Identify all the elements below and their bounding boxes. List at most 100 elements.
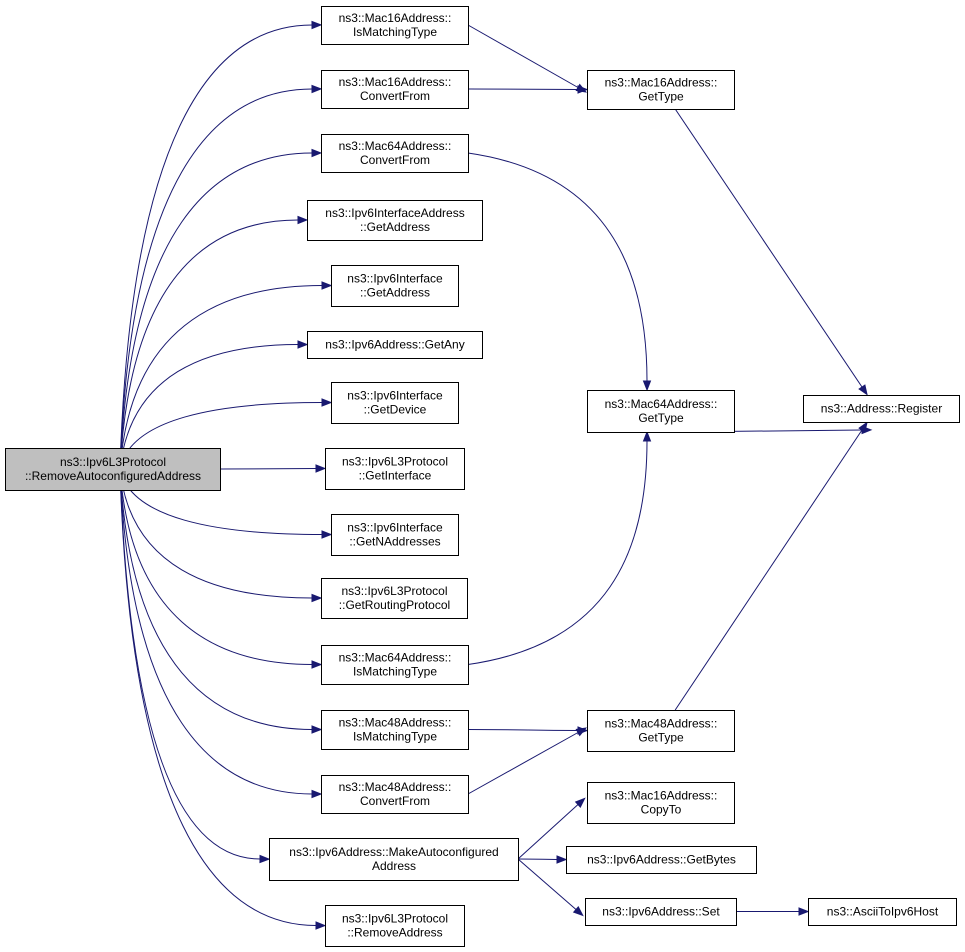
node-getany[interactable]: ns3::Ipv6Address::GetAny (307, 331, 483, 359)
edge-root-to-m16conv (119, 88, 313, 470)
node-box (808, 898, 957, 926)
node-label-line: ::RemoveAddress (347, 926, 442, 940)
node-m64match[interactable]: ns3::Mac64Address::IsMatchingType (321, 645, 469, 685)
node-m16type[interactable]: ns3::Mac16Address::GetType (587, 70, 735, 110)
node-box (587, 70, 735, 110)
node-m64type[interactable]: ns3::Mac64Address::GetType (587, 390, 735, 433)
node-m16copy[interactable]: ns3::Mac16Address::CopyTo (587, 782, 735, 824)
node-removeaddr[interactable]: ns3::Ipv6L3Protocol::RemoveAddress (325, 905, 465, 947)
node-label-line: ns3::Mac16Address:: (605, 76, 718, 90)
arrowhead-icon (311, 725, 323, 734)
node-label-line: ::GetDevice (364, 403, 427, 417)
node-label-line: ::GetAddress (360, 286, 430, 300)
node-box (566, 846, 757, 874)
node-label-line: ns3::Ipv6Address::GetBytes (587, 853, 736, 867)
node-label-line: ::GetInterface (359, 469, 432, 483)
node-label-line: ns3::Ipv6Address::MakeAutoconfigured (289, 845, 498, 859)
node-label-line: ns3::Mac48Address:: (339, 716, 452, 730)
edge-m48conv-to-m48type (467, 732, 579, 795)
node-getnaddr[interactable]: ns3::Ipv6Interface::GetNAddresses (331, 514, 459, 556)
edge-root-to-getrouting (119, 468, 313, 599)
edge-m64conv-to-m64type (467, 152, 648, 382)
node-getdevice[interactable]: ns3::Ipv6Interface::GetDevice (331, 382, 459, 424)
node-label-line: ::GetNAddresses (349, 535, 440, 549)
node-label-line: ns3::Ipv6Interface (347, 389, 443, 403)
node-box (321, 645, 469, 685)
node-label-line: ns3::Ipv6Interface (347, 521, 443, 535)
edge-root-to-m48conv (119, 468, 313, 795)
node-label-line: ns3::Ipv6InterfaceAddress (325, 206, 464, 220)
node-label-line: ns3::Mac48Address:: (339, 780, 452, 794)
edge-root-to-ifaddr_getaddr (119, 219, 299, 470)
arrowhead-icon (315, 921, 327, 930)
arrowhead-icon (321, 530, 333, 539)
arrowhead-icon (577, 85, 589, 94)
arrowhead-icon (642, 430, 652, 442)
arrowhead-icon (311, 660, 323, 669)
node-label-line: ns3::Ipv6L3Protocol (342, 455, 448, 469)
edges-layer (119, 20, 873, 930)
node-box (587, 390, 735, 433)
node-iface_getaddr[interactable]: ns3::Ipv6Interface::GetAddress (331, 265, 459, 307)
node-box (269, 838, 519, 881)
edge-makeauto-to-set (517, 858, 577, 910)
node-label-line: ns3::Ipv6Address::Set (602, 905, 720, 919)
node-box (321, 6, 469, 45)
node-m48type[interactable]: ns3::Mac48Address::GetType (587, 710, 735, 752)
arrowhead-icon (311, 20, 323, 30)
node-label-line: ns3::AsciiToIpv6Host (827, 905, 939, 919)
node-label-line: ns3::Ipv6Address::GetAny (325, 338, 464, 352)
node-label-line: ns3::Mac16Address:: (605, 789, 718, 803)
node-label-line: ::GetAddress (360, 220, 430, 234)
node-root[interactable]: ns3::Ipv6L3Protocol::RemoveAutoconfigure… (5, 448, 221, 491)
edge-root-to-iface_getaddr (119, 285, 323, 470)
node-label-line: Address (372, 859, 416, 873)
node-box (321, 775, 469, 814)
node-box (325, 905, 465, 947)
edge-m16type-to-register (674, 108, 863, 388)
node-label-line: GetType (638, 90, 684, 104)
node-label-line: ns3::Address::Register (821, 402, 942, 416)
node-ascii[interactable]: ns3::AsciiToIpv6Host (808, 898, 957, 926)
arrowhead-icon (575, 727, 588, 737)
arrowhead-icon (297, 215, 309, 225)
node-label-line: ::RemoveAutoconfiguredAddress (25, 469, 201, 483)
node-label-line: ConvertFrom (360, 153, 430, 167)
node-box (321, 70, 469, 109)
arrowhead-icon (858, 384, 868, 396)
node-m48match[interactable]: ns3::Mac48Address::IsMatchingType (321, 710, 469, 750)
node-getinterface[interactable]: ns3::Ipv6L3Protocol::GetInterface (325, 448, 465, 490)
node-label-line: ns3::Ipv6L3Protocol (342, 912, 448, 926)
node-box (587, 710, 735, 752)
nodes-layer: ns3::Ipv6L3Protocol::RemoveAutoconfigure… (5, 6, 960, 947)
node-ifaddr_getaddr[interactable]: ns3::Ipv6InterfaceAddress::GetAddress (307, 200, 483, 241)
edge-root-to-m16match (119, 24, 313, 470)
node-register[interactable]: ns3::Address::Register (803, 395, 960, 423)
node-label-line: ns3::Ipv6Interface (347, 272, 443, 286)
node-box (331, 265, 459, 307)
node-box (307, 200, 483, 241)
node-label-line: CopyTo (641, 803, 682, 817)
edge-root-to-makeauto (119, 468, 261, 860)
node-label-line: IsMatchingType (353, 665, 437, 679)
node-m64conv[interactable]: ns3::Mac64Address::ConvertFrom (321, 134, 469, 173)
node-label-line: ::GetRoutingProtocol (339, 598, 450, 612)
node-m16match[interactable]: ns3::Mac16Address::IsMatchingType (321, 6, 469, 45)
node-m48conv[interactable]: ns3::Mac48Address::ConvertFrom (321, 775, 469, 814)
node-m16conv[interactable]: ns3::Mac16Address::ConvertFrom (321, 70, 469, 109)
node-box (585, 898, 737, 926)
node-getrouting[interactable]: ns3::Ipv6L3Protocol::GetRoutingProtocol (321, 578, 468, 619)
node-label-line: GetType (638, 731, 684, 745)
node-box (307, 331, 483, 359)
node-makeauto[interactable]: ns3::Ipv6Address::MakeAutoconfiguredAddr… (269, 838, 519, 881)
node-label-line: GetType (638, 411, 684, 425)
arrowhead-icon (311, 84, 323, 94)
node-getbytes[interactable]: ns3::Ipv6Address::GetBytes (566, 846, 757, 874)
edge-root-to-getinterface (219, 468, 317, 470)
node-label-line: ConvertFrom (360, 89, 430, 103)
edge-root-to-getany (119, 344, 299, 470)
node-set[interactable]: ns3::Ipv6Address::Set (585, 898, 737, 926)
edge-m64match-to-m64type (467, 440, 648, 665)
arrowhead-icon (574, 797, 586, 808)
arrowhead-icon (297, 340, 309, 349)
